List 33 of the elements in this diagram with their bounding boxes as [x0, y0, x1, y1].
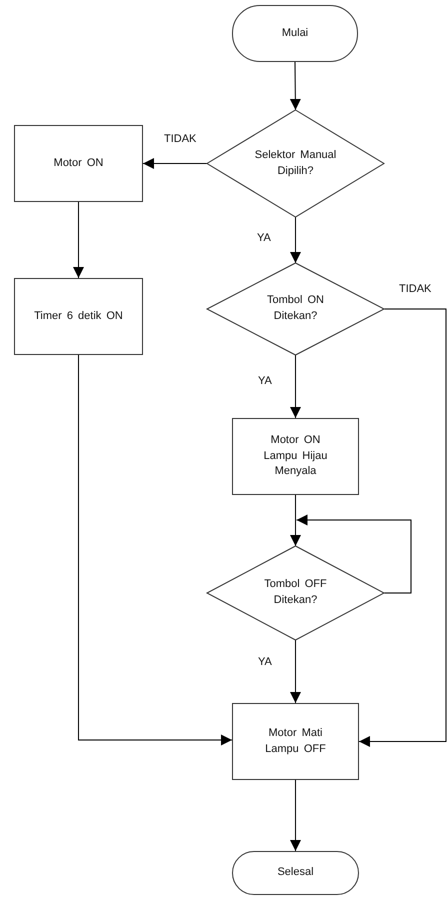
edge-label: TIDAK: [398, 283, 432, 295]
decision-diamond: [207, 110, 384, 217]
arrow: [142, 158, 208, 169]
arrow: [290, 62, 301, 110]
arrow: [290, 780, 301, 852]
node-label: Selektor Manual Dipilih?: [254, 148, 338, 178]
node-label: Motor ON: [54, 156, 104, 171]
terminal-shape: [232, 851, 359, 895]
decision-diamond: [207, 263, 384, 355]
process-box: [232, 418, 359, 495]
process-box: [14, 278, 143, 355]
arrow: [290, 216, 301, 264]
decision-diamond: [207, 546, 384, 640]
arrow: [73, 202, 84, 278]
arrow: [78, 354, 232, 746]
node-label: Mulai: [282, 26, 308, 41]
edge-label: TIDAK: [163, 133, 198, 145]
arrow: [296, 514, 412, 594]
node-label: Timer 6 detik ON: [34, 308, 123, 324]
node-label: Tombol ON Ditekan?: [266, 293, 326, 324]
node-label: Selesal: [277, 865, 314, 880]
node-label: Motor Mati Lampu OFF: [264, 726, 327, 756]
arrow: [290, 494, 301, 546]
node-label: Tombol OFF Ditekan?: [263, 577, 328, 608]
arrow: [290, 354, 301, 418]
edge-label: YA: [257, 656, 273, 668]
process-box: [232, 703, 359, 780]
edge-label: YA: [256, 232, 272, 244]
process-box: [14, 125, 143, 202]
node-label: Motor ON Lampu Hijau Menyala: [262, 432, 328, 480]
arrow: [290, 640, 301, 704]
edge-label: YA: [257, 375, 273, 387]
arrow: [358, 308, 446, 747]
